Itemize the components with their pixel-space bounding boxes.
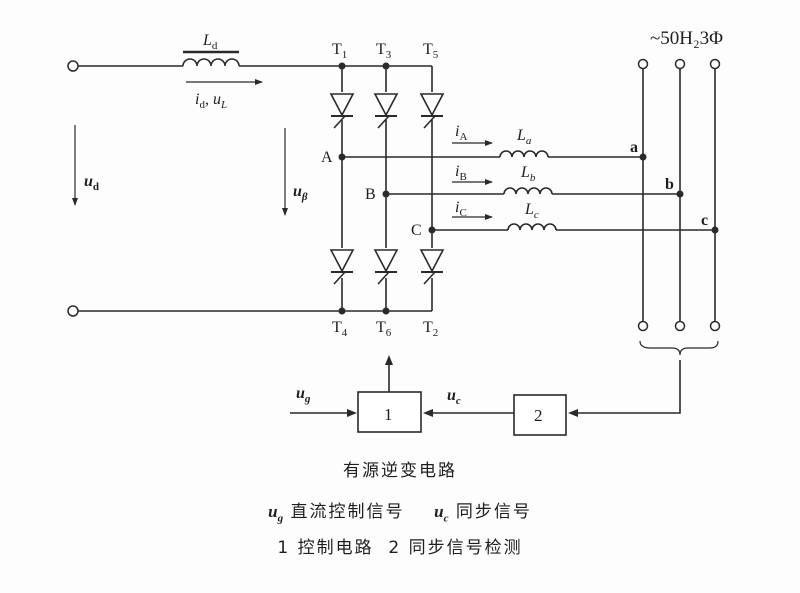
label-t1: T1 xyxy=(332,41,347,61)
caption-line2: ug 直流控制信号 uc 同步信号 xyxy=(0,497,800,524)
thyristor-t6 xyxy=(373,248,399,285)
sync-path xyxy=(578,360,681,414)
label-node-c-lower: c xyxy=(701,212,708,229)
block-sync-label: 2 xyxy=(534,406,543,425)
label-t3: T3 xyxy=(376,41,392,61)
supply-terminal-a-bottom xyxy=(637,320,649,332)
label-t2: T2 xyxy=(423,319,438,339)
supply-terminal-c-top xyxy=(709,58,721,70)
label-supply: ~50H₂3Φ xyxy=(650,28,723,49)
label-ib: iB xyxy=(455,163,467,183)
label-t5: T5 xyxy=(423,41,439,61)
label-id-ul: id, uL xyxy=(195,91,227,111)
label-t6: T6 xyxy=(376,319,392,339)
caption-uc-symbol: uc xyxy=(434,502,449,525)
dc-terminal-top xyxy=(67,60,79,72)
gate-signal-arrowhead xyxy=(385,355,393,365)
label-uc: uc xyxy=(447,387,461,407)
label-lb: Lb xyxy=(520,164,536,184)
thyristor-t1 xyxy=(329,92,355,129)
junction-t4 xyxy=(338,307,346,315)
node-c-supply-dot xyxy=(711,226,719,234)
supply-terminal-b-top xyxy=(674,58,686,70)
thyristor-t4 xyxy=(329,248,355,285)
block-control xyxy=(357,391,422,433)
thyristor-t5 xyxy=(419,92,445,129)
node-a-dot xyxy=(338,153,346,161)
thyristor-t2 xyxy=(419,248,445,285)
supply-brace xyxy=(639,340,719,356)
caption-title: 有源逆变电路 xyxy=(343,461,457,481)
supply-terminal-b-bottom xyxy=(674,320,686,332)
thyristor-t3 xyxy=(373,92,399,129)
label-ubeta: uβ xyxy=(293,183,308,203)
dc-terminal-bottom xyxy=(67,305,79,317)
la-inductor xyxy=(499,150,549,158)
lc-inductor xyxy=(507,223,557,231)
label-node-c: C xyxy=(411,222,422,239)
label-node-a: A xyxy=(321,149,333,166)
junction-t1 xyxy=(338,62,346,70)
label-la: La xyxy=(516,127,532,147)
supply-terminal-a-top xyxy=(637,58,649,70)
label-ic: iC xyxy=(455,199,467,219)
label-node-a-lower: a xyxy=(630,139,638,156)
label-ld: Ld xyxy=(202,32,218,52)
label-lc: Lc xyxy=(524,201,539,221)
ld-inductor xyxy=(182,58,240,67)
junction-t3 xyxy=(382,62,390,70)
lb-inductor xyxy=(503,187,553,195)
caption-line3: 1 控制电路 2 同步信号检测 xyxy=(277,538,523,558)
caption-uc-desc: 同步信号 xyxy=(455,502,532,522)
node-b-dot xyxy=(382,190,390,198)
supply-terminal-c-bottom xyxy=(709,320,721,332)
label-node-b-lower: b xyxy=(665,176,674,193)
sync-arrowhead xyxy=(568,409,578,417)
node-b-supply-dot xyxy=(676,190,684,198)
block-control-label: 1 xyxy=(384,405,393,424)
node-c-dot xyxy=(428,226,436,234)
label-t4: T4 xyxy=(332,319,348,339)
uc-arrowhead xyxy=(423,409,433,417)
junction-t6 xyxy=(382,307,390,315)
ug-arrowhead xyxy=(347,409,357,417)
caption-ug-desc: 直流控制信号 xyxy=(290,502,405,522)
node-a-supply-dot xyxy=(639,153,647,161)
label-ug: ug xyxy=(296,385,311,405)
caption-ug-symbol: ug xyxy=(268,502,284,525)
label-node-b: B xyxy=(365,186,376,203)
label-ud: ud xyxy=(84,173,99,193)
block-sync-detect xyxy=(513,394,567,436)
label-ia: iA xyxy=(455,123,467,143)
